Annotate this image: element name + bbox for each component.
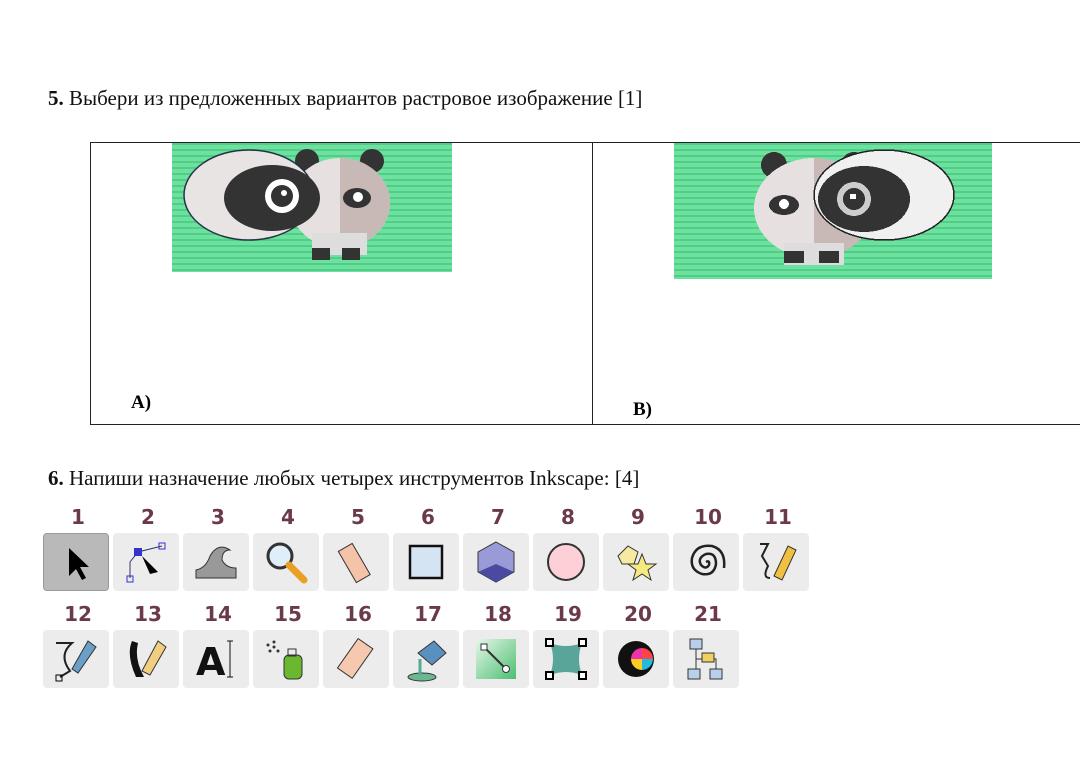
tool-number: 1 (71, 505, 85, 529)
panda-vector-image[interactable] (172, 143, 452, 272)
pen-tool[interactable] (43, 630, 109, 688)
tool-number: 13 (134, 602, 162, 626)
pencil-icon (760, 543, 797, 581)
gradient-icon (476, 639, 516, 679)
tool-number: 14 (204, 602, 232, 626)
connector-icon (687, 638, 723, 680)
star-icon (617, 545, 658, 582)
star-tool[interactable] (603, 533, 669, 591)
question-5: 5. Выбери из предложенных вариантов раст… (48, 86, 642, 111)
3d-box-tool[interactable] (463, 533, 529, 591)
rectangle-icon (408, 544, 444, 580)
tool-number: 12 (64, 602, 92, 626)
zoom-tool[interactable] (253, 533, 319, 591)
cell-divider (592, 143, 593, 424)
option-b-label: B) (633, 399, 652, 420)
tool-number: 5 (351, 505, 365, 529)
tool-number: 17 (414, 602, 442, 626)
tool-numbers-row2: 12 13 14 15 16 17 18 19 20 21 (43, 602, 743, 626)
spiral-icon (690, 544, 726, 576)
tool-numbers-row1: 1 2 3 4 5 6 7 8 9 10 11 (43, 505, 813, 529)
toolbar-row2: A (43, 630, 743, 688)
3d-box-icon (477, 541, 515, 583)
dropper-icon (618, 641, 654, 677)
text-tool[interactable]: A (183, 630, 249, 688)
tool-number: 19 (554, 602, 582, 626)
tool-number: 20 (624, 602, 652, 626)
tweak-icon (195, 546, 237, 579)
rectangle-tool[interactable] (393, 533, 459, 591)
tool-number: 6 (421, 505, 435, 529)
tool-number: 10 (694, 505, 722, 529)
question-number: 5. (48, 86, 64, 110)
toolbar-row1 (43, 533, 813, 591)
zoom-icon (266, 542, 308, 584)
dropper-tool[interactable] (603, 630, 669, 688)
gradient-tool[interactable] (463, 630, 529, 688)
tool-number: 18 (484, 602, 512, 626)
paint-bucket-icon (407, 640, 447, 682)
question-text: Напиши назначение любых четырех инструме… (69, 466, 640, 490)
svg-text:A: A (196, 640, 226, 683)
measure-tool[interactable] (323, 533, 389, 591)
tool-number: 7 (491, 505, 505, 529)
tool-number: 4 (281, 505, 295, 529)
tool-number: 3 (211, 505, 225, 529)
tweak-tool[interactable] (183, 533, 249, 591)
mesh-tool[interactable] (533, 630, 599, 688)
mesh-icon (545, 638, 587, 680)
tool-number: 16 (344, 602, 372, 626)
question-6: 6. Напиши назначение любых четырех инстр… (48, 466, 639, 491)
paint-bucket-tool[interactable] (393, 630, 459, 688)
pencil-tool[interactable] (743, 533, 809, 591)
node-icon (126, 542, 166, 583)
tool-number: 8 (561, 505, 575, 529)
selector-icon (69, 548, 89, 580)
measure-icon (337, 542, 371, 584)
eraser-tool[interactable] (323, 630, 389, 688)
spiral-tool[interactable] (673, 533, 739, 591)
ellipse-tool[interactable] (533, 533, 599, 591)
eraser-icon (336, 637, 374, 680)
options-table: A) B) (90, 142, 1080, 425)
selector-tool[interactable] (43, 533, 109, 591)
spray-icon (266, 640, 303, 680)
tool-number: 21 (694, 602, 722, 626)
tool-number: 11 (764, 505, 792, 529)
tool-number: 15 (274, 602, 302, 626)
panda-raster-image[interactable] (674, 143, 992, 279)
question-number: 6. (48, 466, 64, 490)
connector-tool[interactable] (673, 630, 739, 688)
node-tool[interactable] (113, 533, 179, 591)
tool-number: 9 (631, 505, 645, 529)
ellipse-icon (547, 543, 585, 581)
question-text: Выбери из предложенных вариантов растров… (69, 86, 643, 110)
option-a-label: A) (131, 392, 152, 413)
text-icon: A (196, 640, 233, 683)
calligraphy-icon (129, 640, 167, 677)
calligraphy-tool[interactable] (113, 630, 179, 688)
tool-number: 2 (141, 505, 155, 529)
spray-tool[interactable] (253, 630, 319, 688)
pen-icon (55, 640, 97, 682)
